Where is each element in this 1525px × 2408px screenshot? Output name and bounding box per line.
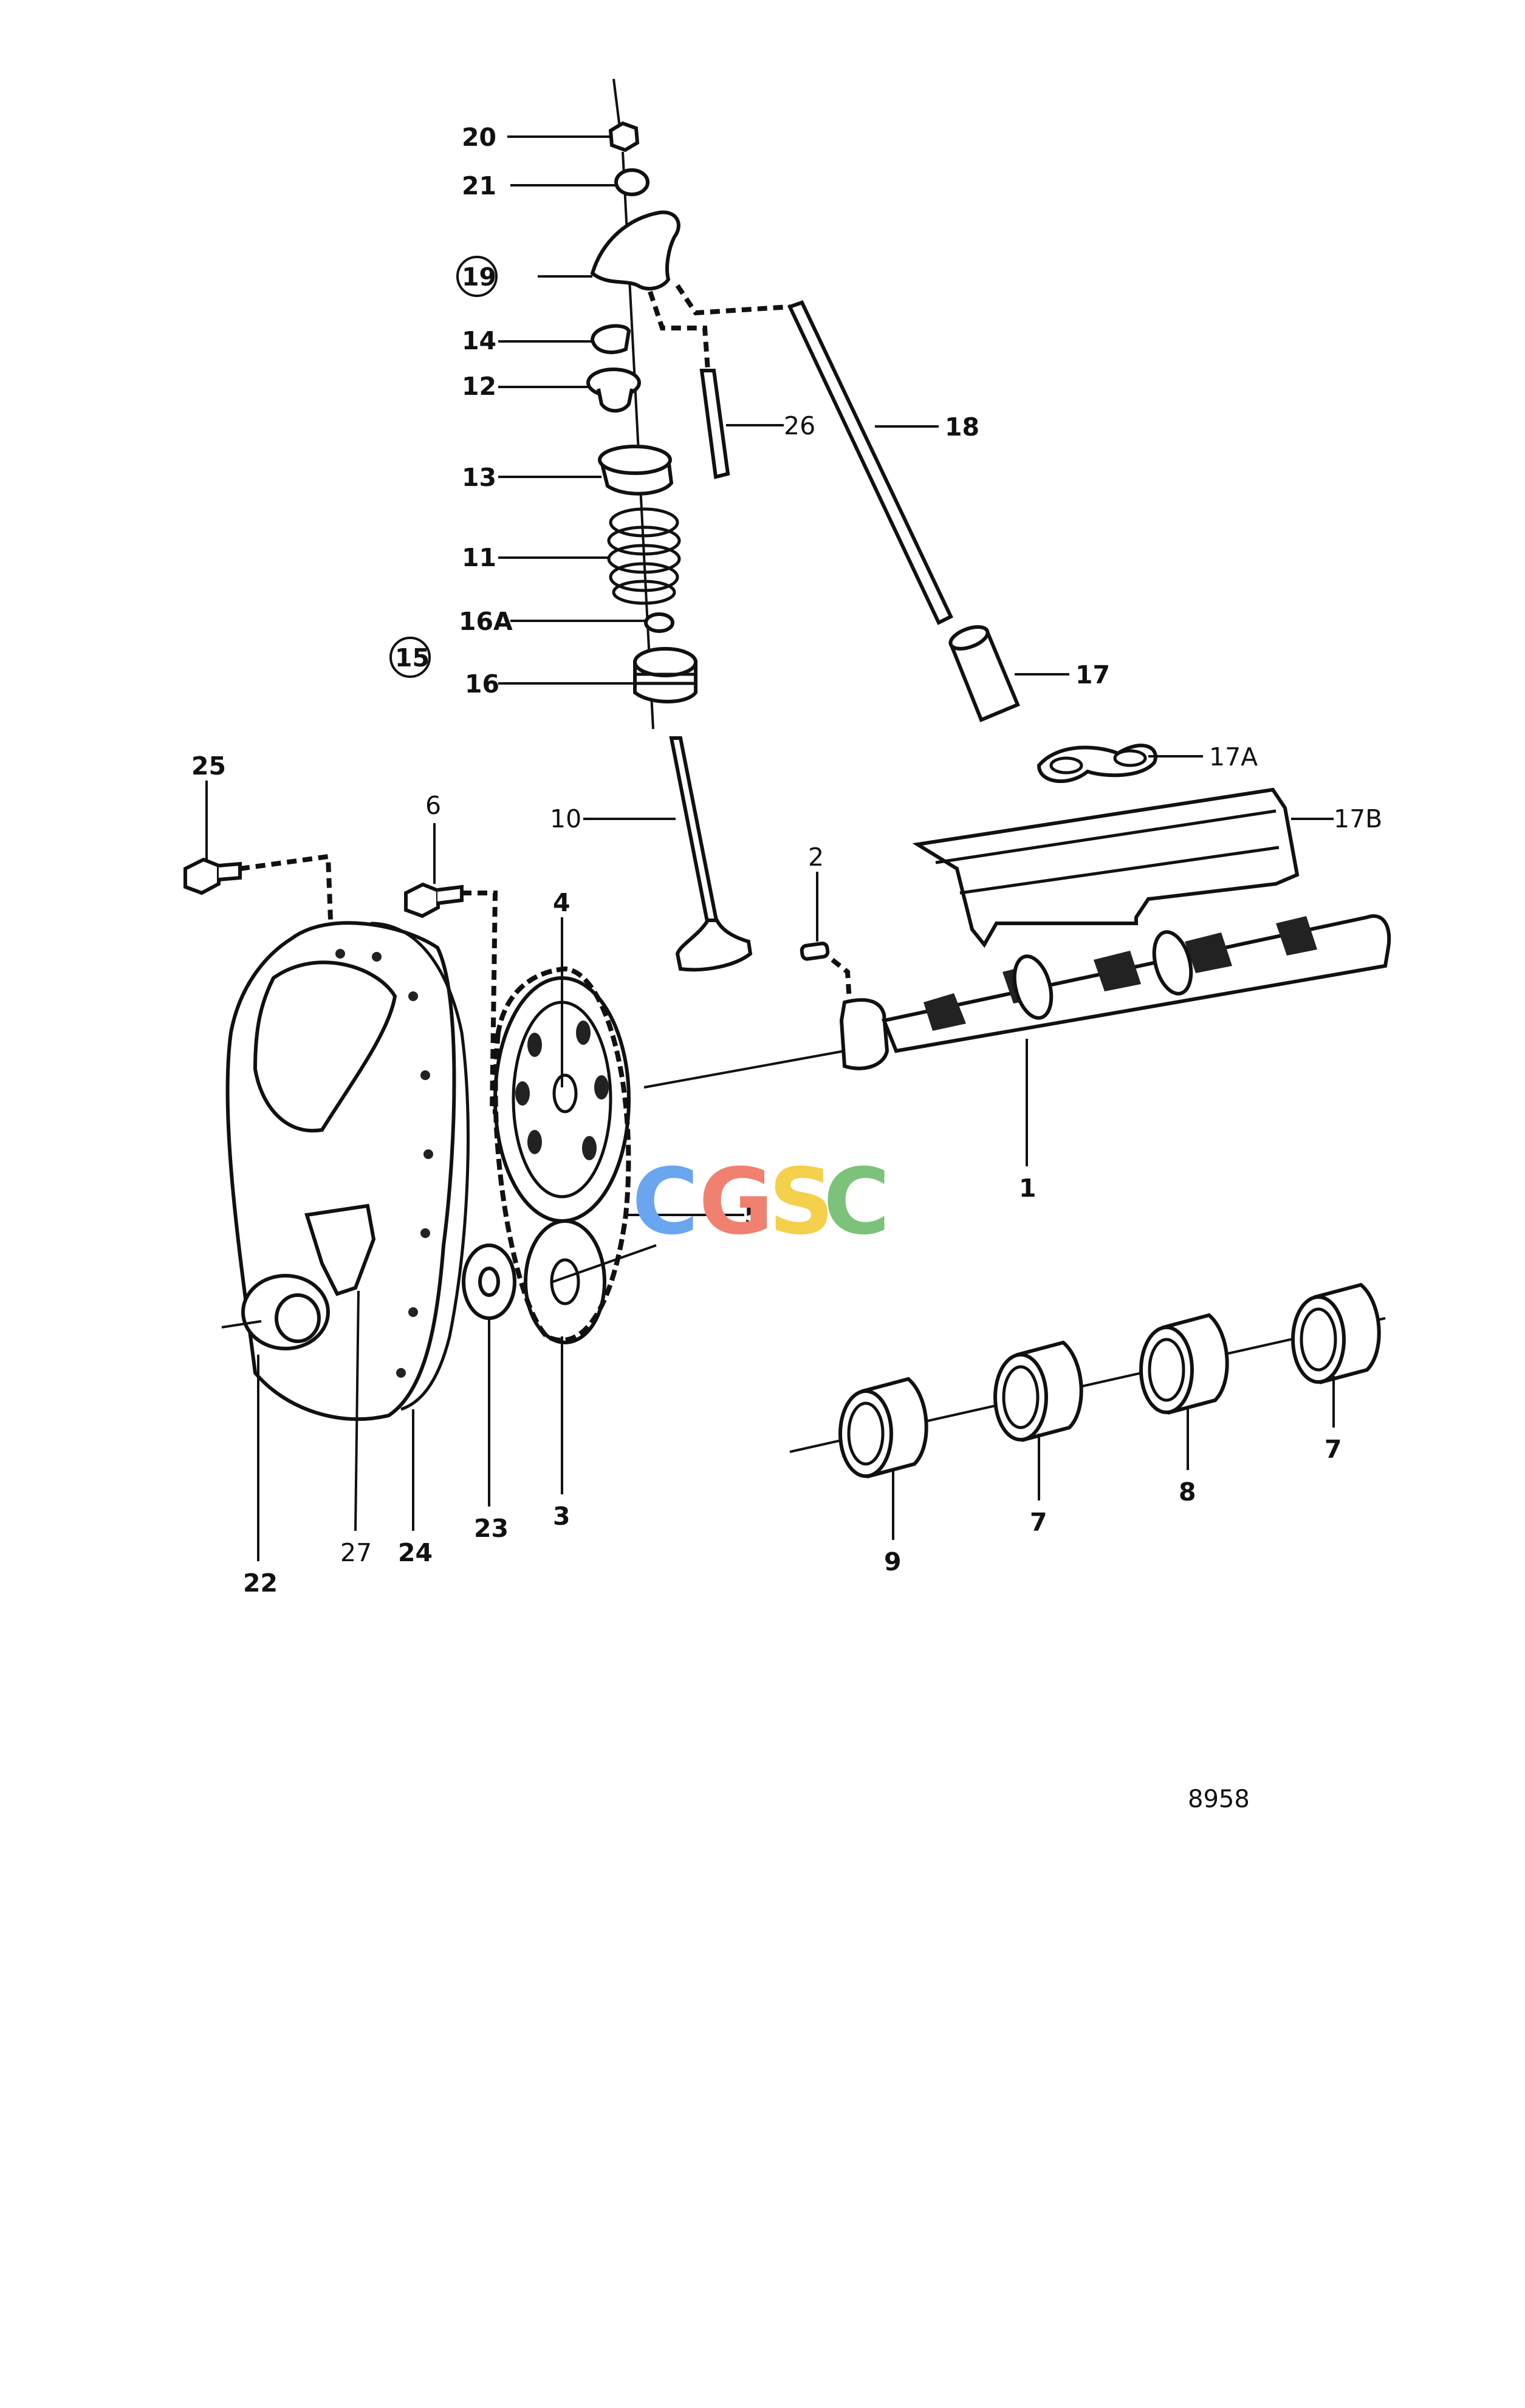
label-22: 22 [243,1568,278,1598]
bearing-part-8 [1139,1313,1229,1415]
valve-train-group [586,78,1300,972]
circle-19 [456,256,498,297]
watermark-letter-c1: C [632,1149,699,1255]
crank-sprocket-part-3 [524,1219,606,1344]
label-1: 1 [1019,1174,1037,1203]
label-17A: 17A [1209,742,1258,771]
label-17B: 17B [1334,804,1382,833]
label-7-right: 7 [1325,1435,1342,1464]
label-26: 26 [784,411,815,440]
spring-retainer-part-12 [586,368,641,413]
label-9: 9 [884,1547,902,1576]
label-21: 21 [462,171,496,200]
bolt-part-6 [404,882,464,918]
plate-part-17A [1037,744,1157,783]
watermark-letter-g: G [699,1149,773,1255]
chain-part-5 [493,966,631,1343]
circle-15 [389,637,431,678]
nut-part-20 [608,121,640,152]
guide-part-26 [699,369,730,479]
watermark-letter-c2: C [823,1149,890,1255]
valve-part-10 [669,736,753,972]
label-16: 16 [465,669,499,699]
label-13: 13 [462,463,496,492]
label-4: 4 [553,888,571,917]
label-8: 8 [1179,1477,1196,1507]
dashed-line-rocker-pushrod [675,284,790,316]
label-24: 24 [398,1538,433,1567]
timing-cover-part-22 [225,921,456,1421]
label-20: 20 [462,123,496,152]
cam-sprocket-part-4 [493,976,631,1223]
dashed-line-bolt-6 [462,891,583,1114]
label-10: 10 [550,804,581,833]
camshaft-part-1 [839,914,1391,1070]
label-2: 2 [808,843,824,872]
valve-seal-part-16 [633,647,697,703]
collets-part-14 [590,324,631,354]
watermark-letter-s: S [769,1149,834,1255]
label-3: 3 [553,1502,571,1531]
seat-part-21 [614,168,649,196]
label-23: 23 [474,1514,509,1543]
dashed-line-bolt-25 [239,853,334,936]
bolt-part-25 [183,857,242,895]
cgsc-watermark: C G S C [632,1149,890,1255]
label-25: 25 [191,751,226,781]
dashed-line-rocker-guide [648,290,710,371]
label-18: 18 [945,412,979,442]
tappet-part-17 [948,625,1020,722]
gasket-part-24 [370,922,470,1411]
bearing-part-7-left [993,1340,1083,1442]
spring-cap-part-13 [598,445,674,496]
label-19: 19 [462,262,496,292]
label-5: 5 [744,1201,762,1230]
label-17: 17 [1075,660,1110,689]
label-6: 6 [425,791,441,820]
valve-spring-part-11 [607,507,681,605]
figure-number: 8958 [1188,1785,1250,1813]
label-7-left: 7 [1030,1508,1047,1537]
label-27: 27 [340,1538,372,1567]
bearing-part-9 [838,1377,928,1479]
label-15: 15 [395,643,430,672]
bracket-part-17B [912,787,1300,948]
label-12: 12 [462,372,496,401]
rocker-arm-part-19 [590,210,680,291]
washer-part-23 [462,1243,516,1320]
label-16A: 16A [459,607,513,636]
label-14: 14 [462,326,496,355]
pin-part-2 [800,942,830,961]
washer-part-16A [644,612,674,633]
bearing-part-7-right [1291,1282,1381,1384]
label-11: 11 [462,543,496,572]
leader-lines [205,135,1335,1561]
pushrod-part-18 [787,300,953,626]
